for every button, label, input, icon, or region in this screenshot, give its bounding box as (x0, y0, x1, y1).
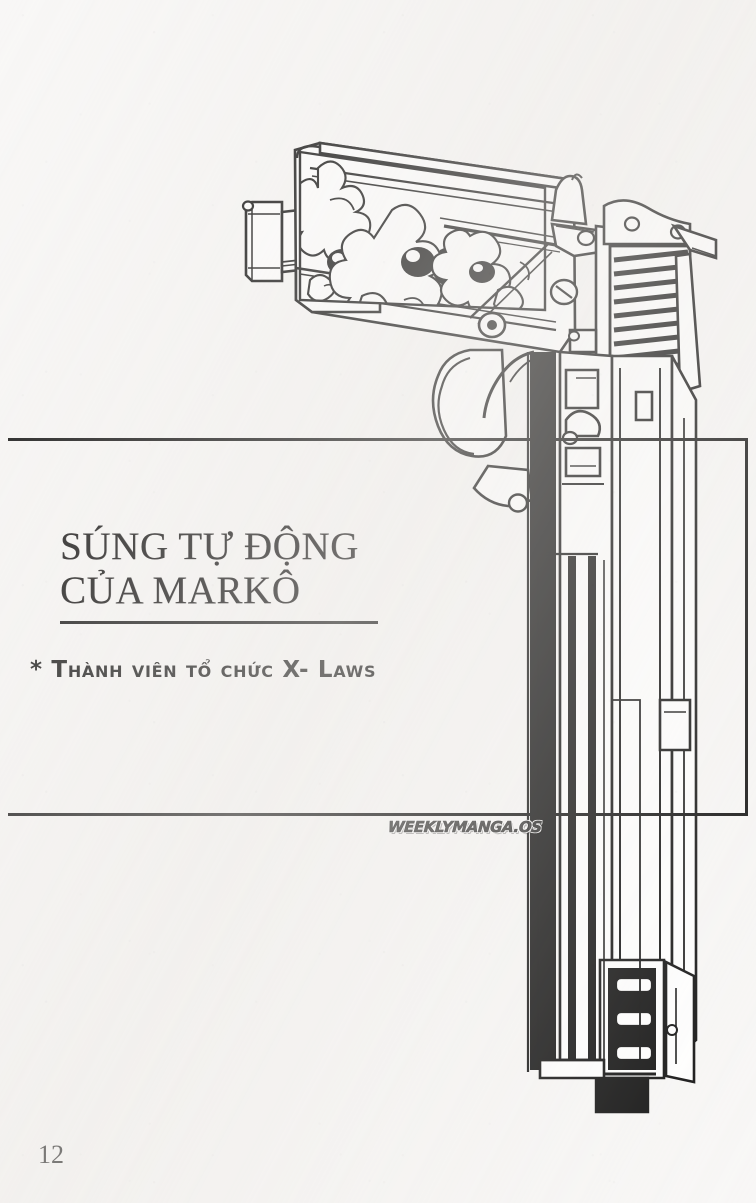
page-title-line-1: SÚNG TỰ ĐỘNG (60, 525, 359, 568)
page-title-line-2: CỦA MARKÔ (60, 569, 301, 612)
title-underline-rule (60, 621, 378, 624)
site-watermark: WEEKLYMANGA.OS (387, 818, 543, 837)
title-block: SÚNG TỰ ĐỘNG CỦA MARKÔ (60, 525, 480, 613)
page-number: 12 (38, 1140, 64, 1169)
page-subtitle: * Thành viên tổ chức X- Laws (30, 657, 377, 683)
